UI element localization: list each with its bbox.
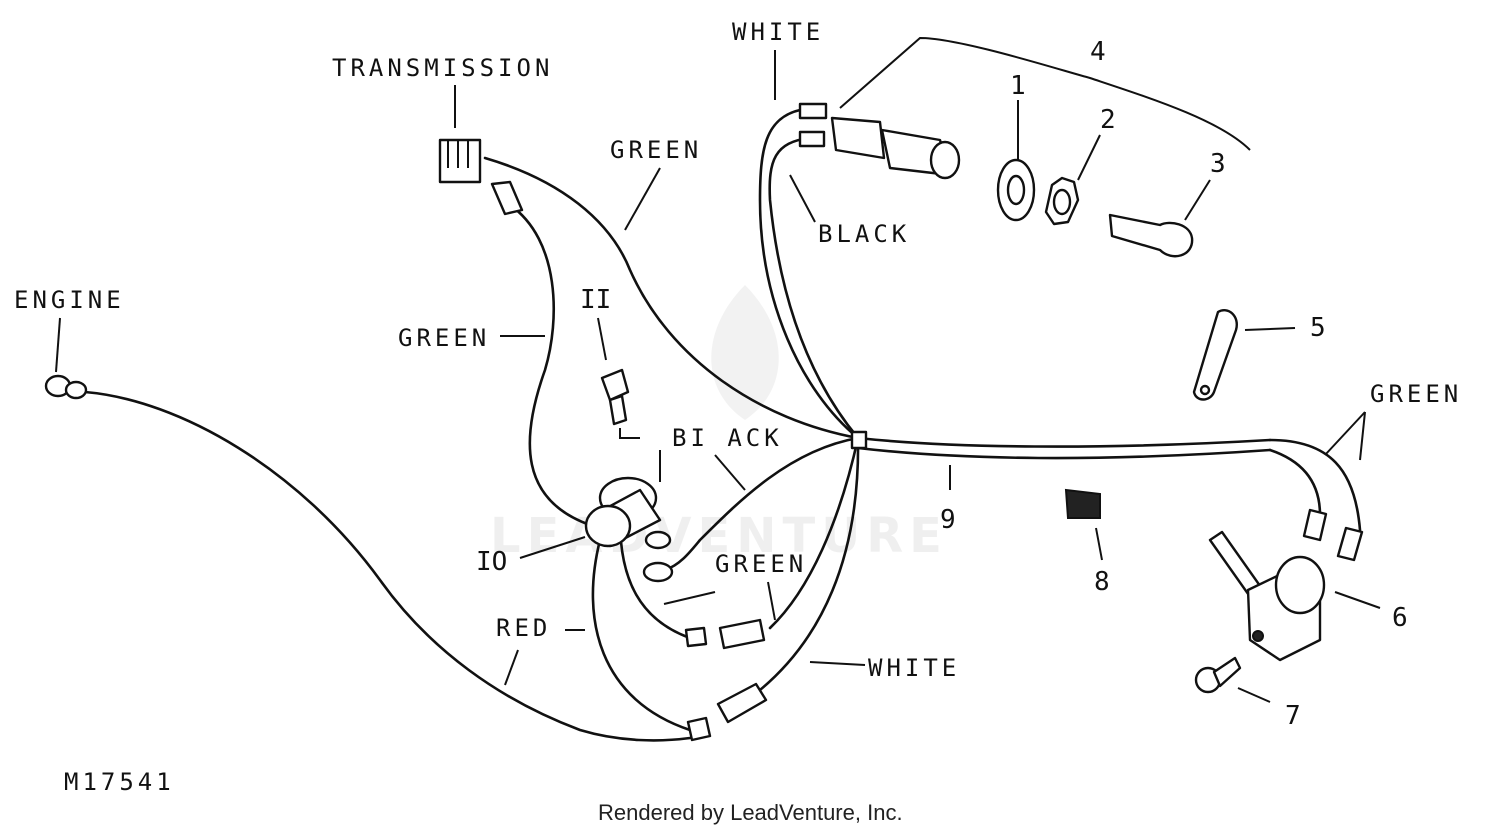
bolt-11 (600, 368, 630, 426)
engine-terminal (44, 374, 88, 400)
figure-id: M17541 (64, 768, 175, 796)
label-black-mid: BI ACK (672, 424, 783, 452)
harness-9-upper (856, 436, 1272, 448)
wire-harness (83, 108, 1362, 742)
leader-lines (55, 36, 1381, 703)
callout-11: II (580, 285, 611, 315)
callout-5: 5 (1310, 313, 1326, 343)
harness-green-a (1268, 438, 1362, 532)
label-green-top: GREEN (610, 136, 702, 164)
callout-4: 4 (1090, 37, 1106, 67)
watermark-text: LEADVENTURE (490, 508, 948, 564)
label-engine: ENGINE (14, 286, 125, 314)
callout-1: 1 (1010, 71, 1026, 101)
clip-8 (1064, 488, 1101, 519)
part-callouts: 1 2 3 4 5 6 7 8 9 IO II (476, 37, 1408, 731)
transmission-connector (438, 138, 524, 216)
wire-green-mid (768, 436, 860, 630)
ignition-key (1108, 213, 1194, 258)
solenoid (584, 476, 674, 583)
label-green-left: GREEN (398, 324, 490, 352)
wire-solenoid-red (591, 538, 692, 732)
switch-washer (996, 158, 1036, 222)
green-connectors (1302, 508, 1364, 562)
label-red: RED (496, 614, 551, 642)
callout-3: 3 (1210, 149, 1226, 179)
footer-credit: Rendered by LeadVenture, Inc. (598, 800, 903, 825)
label-black-top: BLACK (818, 220, 910, 248)
callout-6: 6 (1392, 603, 1408, 633)
wire-black-solenoid (663, 436, 860, 572)
label-transmission: TRANSMISSION (332, 54, 553, 82)
light-switch (1208, 530, 1326, 662)
label-green-right: GREEN (1370, 380, 1462, 408)
wire-green-left (508, 203, 592, 527)
harness-green-b (1268, 448, 1322, 517)
switch-nut (1044, 176, 1080, 226)
callout-2: 2 (1100, 105, 1116, 135)
harness-junction (850, 430, 868, 450)
callout-7: 7 (1285, 701, 1301, 731)
callout-10: IO (476, 547, 507, 577)
label-white-bottom: WHITE (868, 654, 960, 682)
wire-labels: TRANSMISSION ENGINE WHITE BLACK GREEN GR… (14, 18, 1462, 682)
wire-green-transmission (483, 156, 860, 440)
wire-black-switch (768, 136, 860, 440)
label-white-top: WHITE (732, 18, 824, 46)
wire-white-switch (758, 108, 860, 440)
callout-9: 9 (940, 505, 956, 535)
screw-7 (1194, 656, 1242, 694)
harness-9-lower (856, 446, 1272, 460)
key-switch (798, 102, 961, 180)
lower-connectors (684, 618, 768, 742)
bracket-5 (1192, 309, 1238, 401)
callout-8: 8 (1094, 567, 1110, 597)
wire-white-bottom (758, 436, 860, 692)
wire-engine (83, 390, 692, 742)
label-green-mid: GREEN (715, 550, 807, 578)
